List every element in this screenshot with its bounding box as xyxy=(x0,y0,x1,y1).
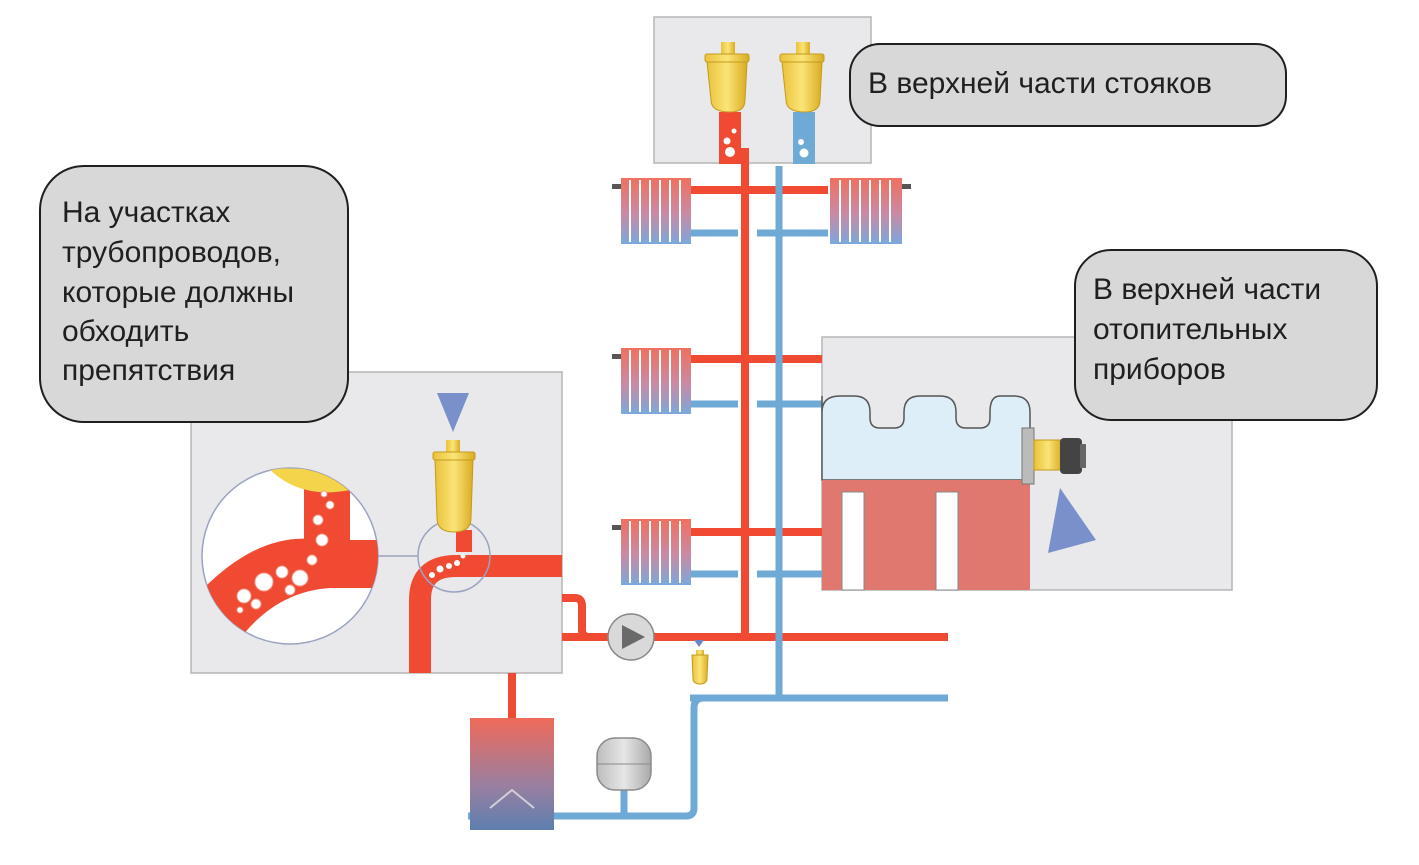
pipe-bend xyxy=(409,519,562,673)
callout-obstacles-line-3: которые должны xyxy=(62,276,294,309)
radiator-icon xyxy=(612,348,691,414)
air-vent-icon xyxy=(704,42,750,164)
callout-obstacles-line-5: препятствия xyxy=(62,354,235,387)
cold-return-pipes xyxy=(468,166,948,820)
arrow-down-icon xyxy=(1048,488,1096,553)
arrow-down-icon xyxy=(437,393,469,432)
callout-riser-top: В верхней части стояков xyxy=(849,43,1287,127)
pump-icon xyxy=(607,613,655,661)
air-vent-icon xyxy=(1021,427,1086,485)
air-vent-icon xyxy=(432,440,476,533)
callout-obstacles-line-1: На участках xyxy=(62,196,230,229)
air-vent-icon xyxy=(691,640,709,685)
radiator-icon xyxy=(612,178,691,244)
callout-obstacles-line-4: обходить xyxy=(62,315,189,348)
radiator-icon xyxy=(612,519,691,585)
radiator-icon xyxy=(830,178,911,244)
callout-obstacles-line-2: трубопроводов, xyxy=(62,236,281,269)
expansion-tank-icon xyxy=(596,737,652,791)
boiler-icon xyxy=(470,718,554,830)
callout-radiator-top-line-1: В верхней части xyxy=(1093,273,1321,306)
callout-radiator-top-line-2: отопительных xyxy=(1093,313,1287,346)
radiator-cutaway xyxy=(821,395,1031,591)
air-vent-icon xyxy=(779,42,825,164)
callout-radiator-top-line-3: приборов xyxy=(1093,353,1226,386)
pipe-bend-magnified xyxy=(201,467,418,645)
callout-riser-top-text: В верхней части стояков xyxy=(868,67,1212,100)
riser-top-panel xyxy=(653,16,872,164)
callout-obstacles: На участках трубопроводов, которые должн… xyxy=(39,165,349,423)
callout-radiator-top: В верхней части отопительных приборов xyxy=(1074,249,1378,421)
